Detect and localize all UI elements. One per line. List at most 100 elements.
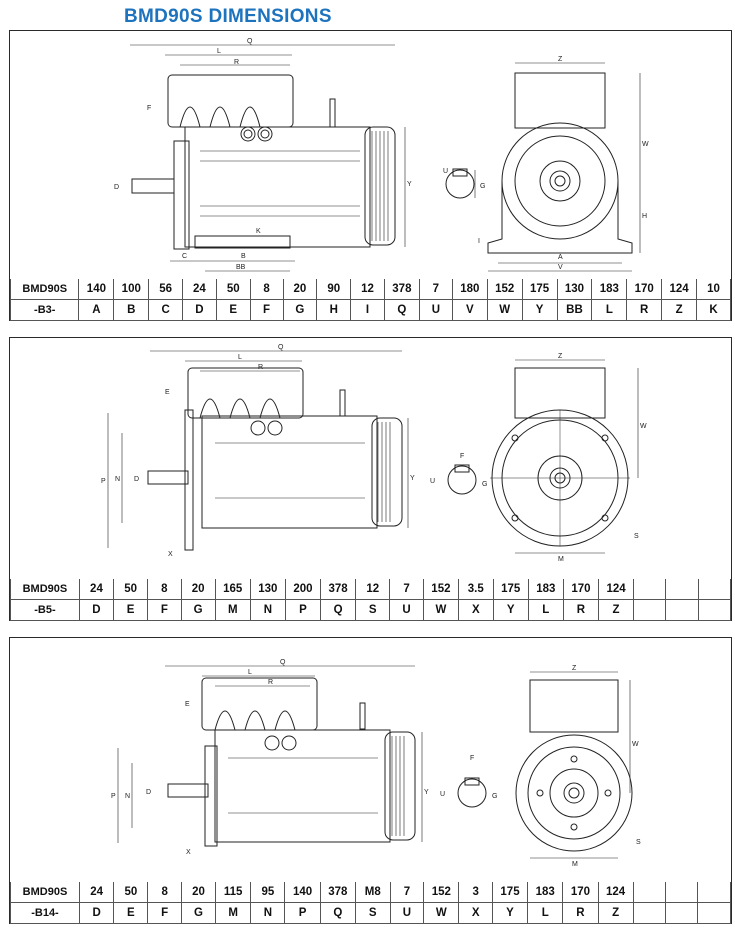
- letter-cell: U: [389, 599, 424, 621]
- letter-cell: Y: [521, 299, 558, 321]
- letter-cell: Y: [492, 599, 529, 621]
- page-title: BMD90S DIMENSIONS: [124, 6, 332, 27]
- svg-text:V: V: [558, 264, 563, 271]
- letter-cell: Q: [320, 599, 357, 621]
- svg-text:D: D: [146, 789, 151, 796]
- svg-text:Y: Y: [424, 789, 429, 796]
- svg-text:N: N: [125, 793, 130, 800]
- value-cell: 170: [562, 882, 599, 903]
- value-cell: 175: [521, 279, 558, 300]
- svg-text:L: L: [238, 354, 242, 361]
- svg-text:I: I: [478, 238, 480, 245]
- svg-text:L: L: [248, 669, 252, 676]
- letter-cell: U: [418, 299, 453, 321]
- mount-cell: -B5-: [10, 599, 80, 621]
- letter-cell: D: [182, 299, 217, 321]
- value-cell: 170: [562, 579, 599, 600]
- value-cell: 170: [626, 279, 663, 300]
- letter-cell: BB: [556, 299, 593, 321]
- letter-cell: K: [696, 299, 731, 321]
- value-cell: [633, 579, 667, 600]
- letter-cell: W: [423, 902, 460, 924]
- value-cell: 20: [180, 579, 216, 600]
- mount-cell: -B3-: [9, 299, 80, 321]
- value-cell: 152: [423, 882, 460, 903]
- letter-cell: R: [562, 902, 599, 924]
- svg-text:E: E: [165, 389, 170, 396]
- svg-text:E: E: [185, 701, 190, 708]
- svg-text:B: B: [241, 253, 246, 260]
- svg-text:R: R: [258, 364, 263, 371]
- svg-text:X: X: [186, 849, 191, 856]
- letter-cell: P: [284, 902, 321, 924]
- svg-text:D: D: [134, 476, 139, 483]
- svg-text:H: H: [642, 213, 647, 220]
- letter-cell: C: [148, 299, 184, 321]
- letter-cell: S: [355, 599, 391, 621]
- svg-text:U: U: [440, 791, 445, 798]
- value-cell: 165: [214, 579, 251, 600]
- value-cell: 12: [350, 279, 385, 300]
- svg-text:F: F: [460, 453, 464, 460]
- values-row: BMD90S 24 50 8 20 165 130 200 378 12 7 1…: [10, 579, 732, 600]
- value-cell: 8: [147, 579, 182, 600]
- value-cell: 7: [418, 279, 453, 300]
- letters-row: -B14- D E F G M N P Q S U W X Y L R Z: [10, 902, 731, 924]
- value-cell: 183: [527, 882, 564, 903]
- svg-text:Y: Y: [410, 475, 415, 482]
- letter-cell: N: [249, 599, 286, 621]
- value-cell: 90: [316, 279, 352, 300]
- letter-cell: X: [457, 599, 494, 621]
- value-cell: 50: [113, 579, 149, 600]
- svg-text:Q: Q: [247, 38, 253, 45]
- letter-cell: P: [284, 599, 322, 621]
- value-cell: 8: [147, 882, 182, 903]
- value-cell: 10: [696, 279, 731, 300]
- value-cell: 130: [556, 279, 593, 300]
- letter-cell: M: [215, 902, 252, 924]
- letter-cell: F: [249, 299, 284, 321]
- value-cell: 378: [319, 882, 356, 903]
- value-cell: 20: [282, 279, 318, 300]
- value-cell: 124: [661, 279, 698, 300]
- svg-text:K: K: [256, 228, 261, 235]
- svg-text:F: F: [147, 105, 151, 112]
- svg-text:BB: BB: [236, 264, 246, 271]
- letter-cell: L: [527, 902, 564, 924]
- value-cell: 140: [78, 279, 115, 300]
- value-cell: 3.5: [457, 579, 494, 600]
- letter-cell: A: [78, 299, 115, 321]
- svg-text:G: G: [482, 481, 487, 488]
- letter-cell: Z: [597, 902, 634, 924]
- letter-cell: [665, 902, 699, 924]
- letter-cell: R: [562, 599, 599, 621]
- value-cell: 124: [597, 579, 635, 600]
- svg-text:F: F: [470, 755, 474, 762]
- value-cell: 200: [284, 579, 322, 600]
- svg-text:N: N: [115, 476, 120, 483]
- svg-text:C: C: [182, 253, 187, 260]
- value-cell: M8: [354, 882, 391, 903]
- value-cell: 378: [383, 279, 420, 300]
- letters-row: -B5- D E F G M N P Q S U W X Y L R Z: [10, 599, 732, 621]
- value-cell: 20: [180, 882, 217, 903]
- svg-text:G: G: [492, 793, 497, 800]
- dimension-table-b3: BMD90S 140 100 56 24 50 8 20 90 12 378 7…: [9, 279, 731, 321]
- value-cell: 175: [492, 579, 529, 600]
- letter-cell: F: [147, 599, 182, 621]
- letter-cell: R: [626, 299, 663, 321]
- svg-text:P: P: [101, 478, 106, 485]
- value-cell: 7: [389, 579, 424, 600]
- svg-text:Z: Z: [558, 56, 563, 63]
- letter-cell: [632, 902, 667, 924]
- value-cell: [632, 882, 667, 903]
- svg-text:U: U: [443, 168, 448, 175]
- dimension-table-b5: BMD90S 24 50 8 20 165 130 200 378 12 7 1…: [10, 579, 732, 621]
- letter-cell: [665, 599, 699, 621]
- svg-text:M: M: [572, 861, 578, 868]
- letter-cell: M: [214, 599, 251, 621]
